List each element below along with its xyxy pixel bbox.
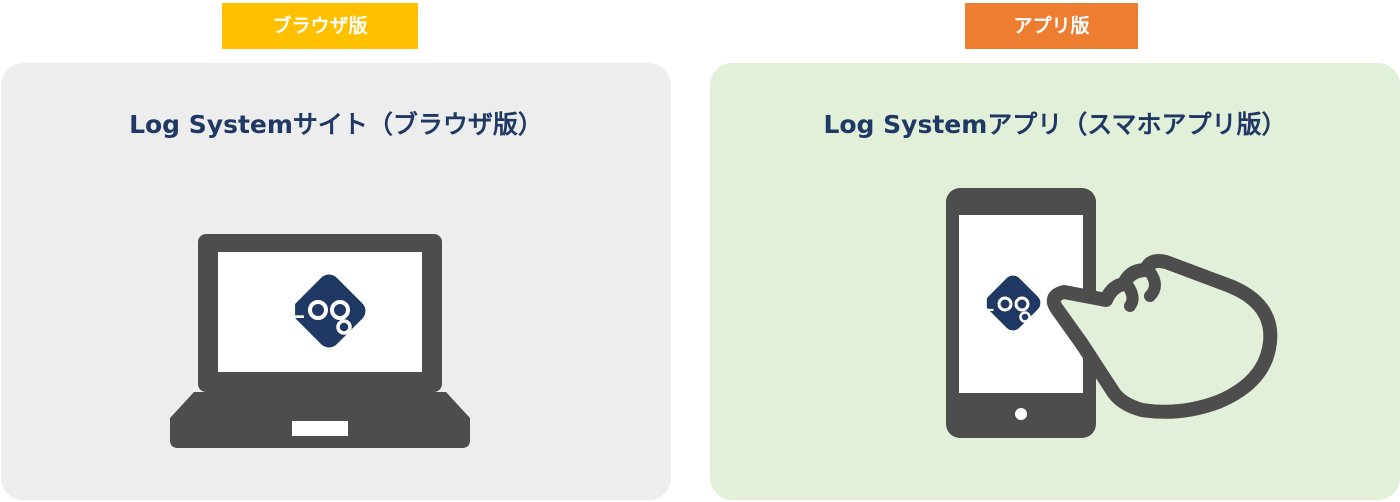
- browser-panel-title: Log Systemサイト（ブラウザ版）: [129, 110, 543, 139]
- app-panel-title: Log Systemアプリ（スマホアプリ版）: [823, 110, 1287, 139]
- browser-version-tag: ブラウザ版: [222, 3, 418, 49]
- log-logo-icon: L: [972, 268, 1056, 340]
- svg-text:L: L: [290, 297, 305, 324]
- app-version-tag-label: アプリ版: [1013, 15, 1090, 37]
- tap-hand-icon: [1046, 254, 1278, 419]
- log-logo-icon: L: [276, 266, 382, 362]
- svg-text:L: L: [983, 295, 994, 315]
- browser-version-tag-label: ブラウザ版: [272, 15, 368, 37]
- app-version-tag: アプリ版: [965, 3, 1138, 49]
